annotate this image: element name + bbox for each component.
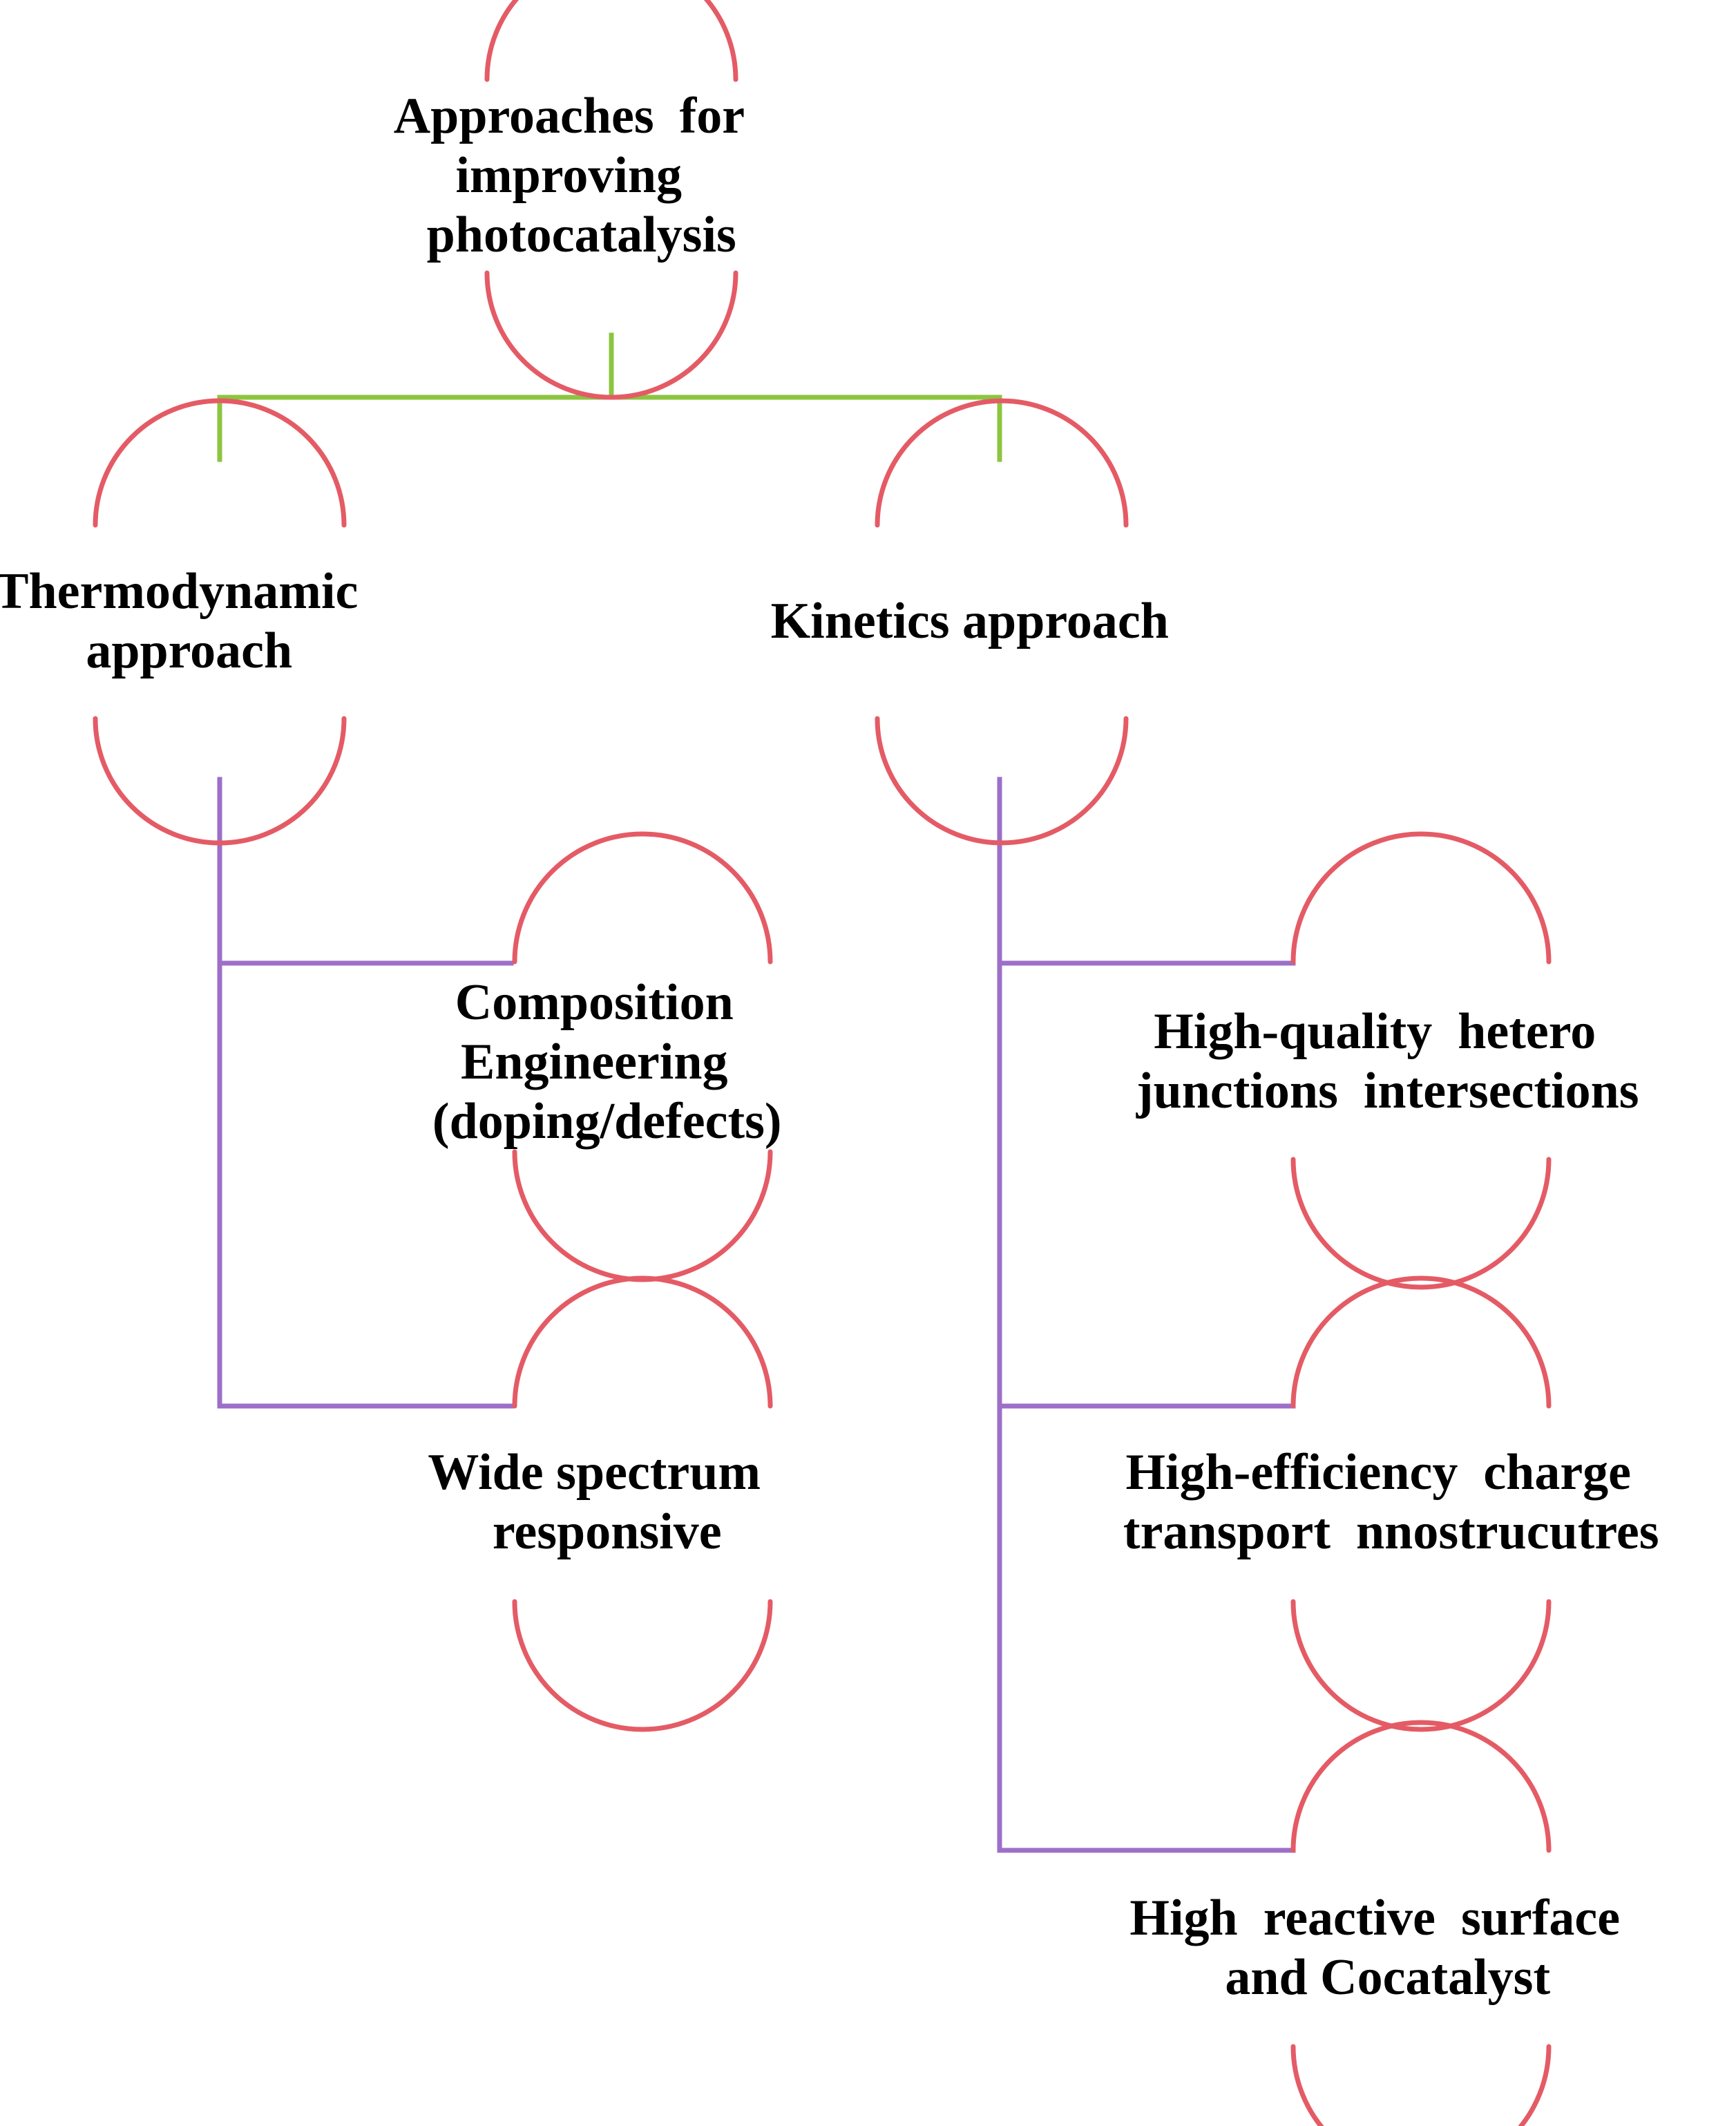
charge-transport-label: High-efficiency charge transport nnostru… <box>1123 1444 1659 1560</box>
reactive-surface-arc-bottom <box>1290 2044 1552 2126</box>
heterojunctions-label: High-quality hetero junctions intersecti… <box>1136 1003 1639 1119</box>
root-arc-bottom <box>484 270 738 400</box>
node-thermodynamic: Thermodynamic approach <box>0 0 448 846</box>
node-composition: Composition Engineering (doping/defects) <box>0 0 846 1282</box>
charge-transport-arc-bottom <box>1290 1599 1552 1732</box>
reactive-surface-arc-top <box>1290 1720 1552 1853</box>
root-label: Approaches for improving photocatalysis <box>0 0 833 263</box>
composition-label: Composition Engineering (doping/defects) <box>0 0 846 1150</box>
node-charge-transport: High-efficiency charge transport nnostru… <box>1123 1275 1659 1732</box>
thermodynamic-connector <box>217 777 514 1409</box>
node-heterojunctions: High-quality hetero junctions intersecti… <box>1136 831 1639 1290</box>
node-kinetics: Kinetics approach <box>0 0 1232 846</box>
heterojunctions-arc-top <box>1290 831 1552 965</box>
wide-spectrum-arc-bottom <box>512 1599 773 1732</box>
composition-arc-bottom <box>512 1149 773 1282</box>
root-arc-top <box>484 0 738 82</box>
thermodynamic-arc-top <box>93 398 347 528</box>
heterojunctions-arc-bottom <box>1290 1157 1552 1290</box>
wide-spectrum-arc-top <box>512 1275 773 1409</box>
node-wide-spectrum: Wide spectrum responsive <box>0 0 850 1732</box>
wide-spectrum-label: Wide spectrum responsive <box>0 0 850 1560</box>
kinetics-label: Kinetics approach <box>0 0 1232 649</box>
charge-transport-arc-top <box>1290 1275 1552 1409</box>
composition-arc-top <box>512 831 773 965</box>
thermodynamic-arc-bottom <box>93 716 347 846</box>
thermodynamic-label: Thermodynamic approach <box>0 0 448 679</box>
kinetics-arc-bottom <box>875 716 1129 846</box>
node-root: Approaches for improving photocatalysis <box>0 0 833 400</box>
kinetics-connector <box>997 777 1296 1853</box>
reactive-surface-label: High reactive surface and Cocatalyst <box>1129 1890 1620 2006</box>
kinetics-arc-top <box>875 398 1129 528</box>
